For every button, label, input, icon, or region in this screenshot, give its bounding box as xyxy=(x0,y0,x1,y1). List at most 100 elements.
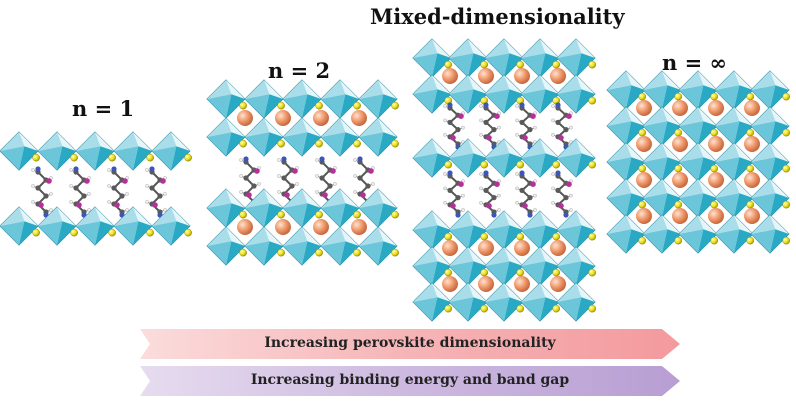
octahedron xyxy=(0,131,39,171)
octahedron-facet xyxy=(245,80,270,99)
octahedron-facet xyxy=(715,85,740,109)
octahedron-facet xyxy=(76,221,101,245)
octahedron-facet xyxy=(734,107,753,126)
hydrogen-atom xyxy=(569,208,573,212)
octahedron-facet xyxy=(378,80,397,99)
iodine-atom xyxy=(566,113,572,119)
octahedron-facet xyxy=(432,211,451,230)
organic-spacer-molecule xyxy=(551,170,573,218)
octahedron-facet xyxy=(468,39,487,58)
octahedron-facet xyxy=(734,85,753,109)
hydrogen-atom xyxy=(295,182,299,186)
a-site-cation xyxy=(550,240,566,256)
organic-spacer-molecule xyxy=(551,102,573,150)
halide-atom xyxy=(108,153,116,162)
hydrogen-atom xyxy=(125,208,129,212)
octahedron-facet xyxy=(751,143,776,162)
octahedron-facet xyxy=(302,241,321,265)
a-site-cation xyxy=(636,100,652,116)
octahedron-facet xyxy=(468,139,487,158)
hydrogen-atom xyxy=(145,168,149,172)
a-site-cation xyxy=(672,100,688,116)
octahedron xyxy=(520,38,560,78)
octahedron-facet xyxy=(432,75,451,94)
octahedron-facet xyxy=(576,139,595,158)
octahedron-facet xyxy=(152,132,177,151)
octahedron-facet xyxy=(207,132,232,156)
octahedron-facet xyxy=(751,85,776,109)
octahedron xyxy=(606,142,646,182)
octahedron-facet xyxy=(770,229,789,253)
octahedron xyxy=(484,38,524,78)
octahedron-facet xyxy=(540,261,559,285)
octahedron-facet xyxy=(302,189,321,208)
octahedron-facet xyxy=(245,118,270,137)
halide-atom xyxy=(315,210,323,219)
octahedron-facet xyxy=(378,227,397,246)
carbon-atom xyxy=(149,185,155,191)
halide-atom xyxy=(239,139,247,148)
octahedron xyxy=(244,79,284,119)
octahedron xyxy=(606,70,646,110)
octahedron xyxy=(412,282,452,322)
halide-atom xyxy=(638,92,647,101)
halide-atom xyxy=(277,101,285,110)
octahedron xyxy=(75,131,115,171)
hydrogen-atom xyxy=(69,184,73,188)
halide-atom xyxy=(146,153,154,162)
carbon-atom xyxy=(281,175,287,181)
octahedron-facet xyxy=(607,121,632,145)
octahedron-facet xyxy=(698,157,717,181)
octahedron-facet xyxy=(321,132,346,156)
hydrogen-atom xyxy=(163,208,167,212)
nitrogen-atom xyxy=(555,102,561,108)
a-site-cation xyxy=(237,110,253,126)
octahedron-facet xyxy=(662,157,681,181)
octahedron-facet xyxy=(0,146,25,170)
organic-spacer-molecule xyxy=(515,170,537,218)
octahedron xyxy=(556,38,596,78)
iodine-atom xyxy=(566,181,572,187)
hydrogen-atom xyxy=(569,193,573,198)
nitrogen-atom xyxy=(319,156,325,162)
octahedron-facet xyxy=(449,247,474,266)
octahedron-facet xyxy=(485,75,510,94)
octahedron xyxy=(358,79,398,119)
octahedron-facet xyxy=(715,107,740,126)
organic-spacer-molecule xyxy=(107,166,129,218)
halide-atom xyxy=(638,200,647,209)
halide-atom xyxy=(746,200,755,209)
octahedron xyxy=(484,138,524,178)
octahedron-facet xyxy=(413,153,438,177)
octahedron-facet xyxy=(449,261,474,285)
octahedron-facet xyxy=(557,297,582,321)
halide-atom xyxy=(588,304,597,313)
organic-spacer-molecule xyxy=(479,170,501,218)
octahedron-facet xyxy=(283,94,308,118)
organic-spacer-molecule xyxy=(69,166,91,218)
hydrogen-atom xyxy=(479,172,483,176)
octahedron-facet xyxy=(662,71,681,90)
octahedron-facet xyxy=(302,94,321,118)
hydrogen-atom xyxy=(257,182,261,186)
octahedron xyxy=(206,188,246,228)
structures-layer xyxy=(0,38,791,322)
halide-atom xyxy=(782,236,791,245)
octahedron-facet xyxy=(662,193,681,217)
octahedron xyxy=(358,117,398,157)
octahedron-facet xyxy=(95,146,114,170)
nitrogen-atom xyxy=(357,156,363,162)
halide-atom xyxy=(782,92,791,101)
octahedron xyxy=(244,188,284,228)
octahedron xyxy=(358,188,398,228)
organic-spacer-molecule xyxy=(479,102,501,150)
nitrogen-atom xyxy=(447,170,453,176)
a-site-cation xyxy=(514,68,530,84)
hydrogen-atom xyxy=(107,184,111,188)
octahedron-facet xyxy=(751,71,776,90)
octahedron xyxy=(358,226,398,266)
halide-atom xyxy=(353,139,361,148)
a-site-cation xyxy=(636,172,652,188)
hydrogen-atom xyxy=(49,192,53,196)
